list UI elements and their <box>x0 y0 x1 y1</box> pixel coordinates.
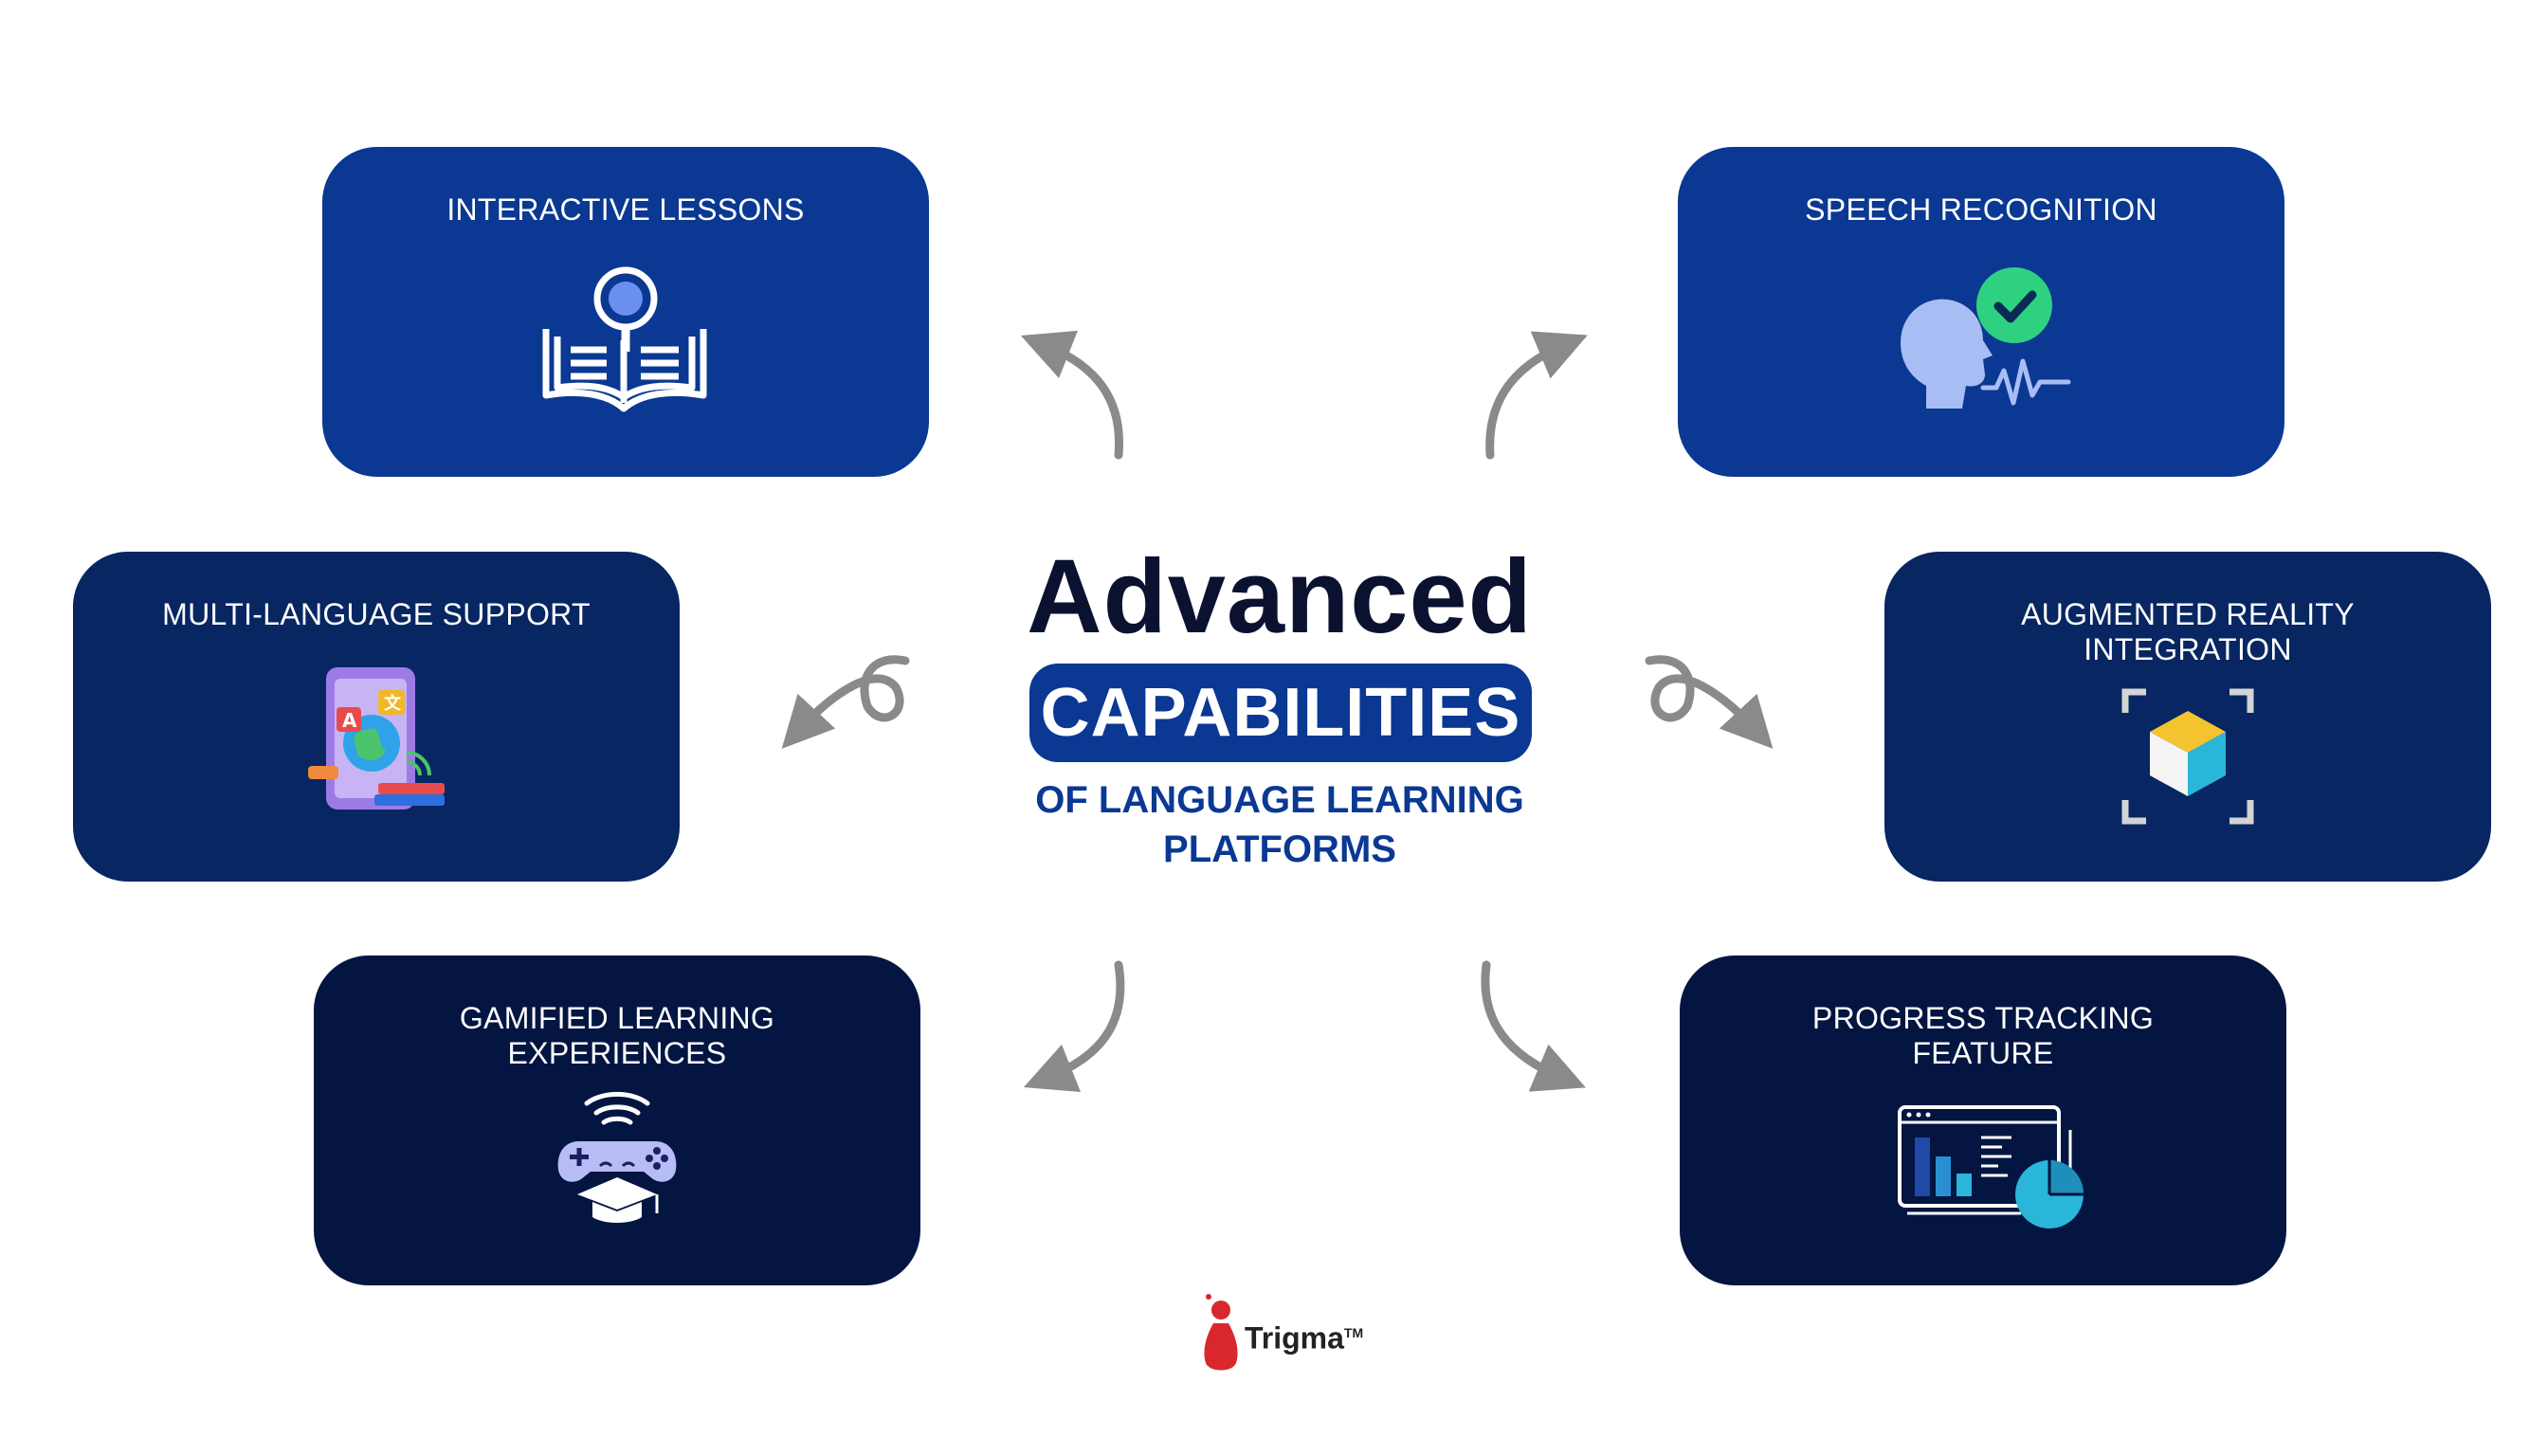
gamepad-graduation-cap-icon <box>557 1091 677 1223</box>
card-speech-recognition: SPEECH RECOGNITION <box>1678 147 2284 477</box>
arrow-to-augmented-reality <box>1645 655 1774 749</box>
capabilities-pill: CAPABILITIES <box>1029 664 1532 762</box>
card-title: PROGRESS TRACKING FEATURE <box>1699 1001 2267 1071</box>
card-progress-tracking: PROGRESS TRACKING FEATURE <box>1680 956 2286 1285</box>
card-title-line2: INTEGRATION <box>2084 632 2292 666</box>
arrow-to-interactive-lessons <box>1020 330 1124 460</box>
trigma-logo-icon <box>1204 1294 1238 1371</box>
card-title-line1: PROGRESS TRACKING <box>1811 1001 2155 1035</box>
arrow-to-multi-language <box>781 655 910 749</box>
svg-text:文: 文 <box>384 693 402 714</box>
logo-wordmark: TrigmaTM <box>1245 1316 1363 1356</box>
card-title-line1: AUGMENTED REALITY <box>2021 597 2355 631</box>
card-title-line2: EXPERIENCES <box>507 1036 727 1070</box>
logo-trademark: TM <box>1343 1325 1364 1340</box>
center-subtitle-line1: OF LANGUAGE LEARNING <box>1035 779 1524 821</box>
card-interactive-lessons: INTERACTIVE LESSONS <box>322 147 929 477</box>
head-checkmark-waveform-icon <box>1901 267 2071 409</box>
card-title: INTERACTIVE LESSONS <box>446 192 805 227</box>
card-title-line1: GAMIFIED LEARNING <box>459 1001 775 1035</box>
capabilities-text: CAPABILITIES <box>1040 675 1521 751</box>
card-multi-language-support: MULTI-LANGUAGE SUPPORT A 文 <box>73 552 680 882</box>
arrow-to-progress-tracking <box>1481 960 1586 1092</box>
card-title: GAMIFIED LEARNING EXPERIENCES <box>333 1001 901 1071</box>
card-title: MULTI-LANGUAGE SUPPORT <box>162 597 591 631</box>
card-title: AUGMENTED REALITY INTEGRATION <box>1903 597 2472 667</box>
card-title-line2: FEATURE <box>1912 1036 2054 1070</box>
card-augmented-reality: AUGMENTED REALITY INTEGRATION <box>1884 552 2491 882</box>
dashboard-chart-icon <box>1898 1105 2084 1228</box>
center-subtitle: OF LANGUAGE LEARNING PLATFORMS <box>986 775 1574 874</box>
svg-text:A: A <box>342 709 357 732</box>
arrow-to-gamified <box>1023 960 1125 1093</box>
card-gamified-learning: GAMIFIED LEARNING EXPERIENCES <box>314 956 920 1285</box>
open-book-magnifier-icon <box>542 266 707 412</box>
ar-cube-icon <box>2121 688 2254 825</box>
card-title: SPEECH RECOGNITION <box>1805 192 2157 227</box>
arrow-to-speech-recognition <box>1485 331 1588 460</box>
center-subtitle-line2: PLATFORMS <box>1163 828 1396 870</box>
center-title: Advanced <box>1027 538 1533 655</box>
phone-globe-translate-icon: A 文 <box>308 667 445 810</box>
logo-name: Trigma <box>1245 1320 1344 1356</box>
